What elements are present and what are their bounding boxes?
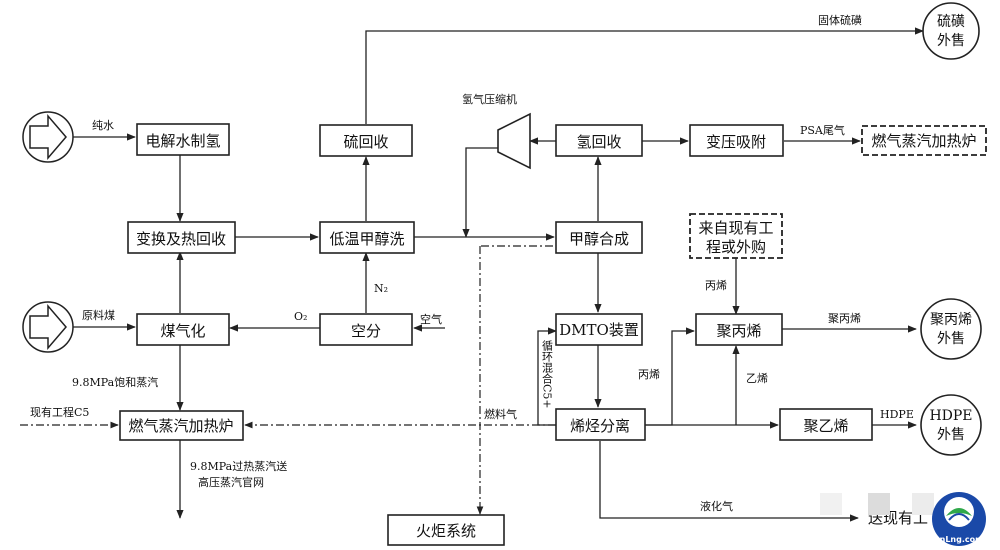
box-gasification: 煤气化 <box>136 313 230 346</box>
box-olefin-separation: 烯烃分离 <box>555 408 646 441</box>
box-rectisol: 低温甲醇洗 <box>319 221 415 254</box>
label-raw-coal: 原料煤 <box>82 308 115 322</box>
box-flare-label: 火炬系统 <box>416 522 476 540</box>
box-gasification-label: 煤气化 <box>160 322 205 340</box>
watermark-brand: LnLng.com <box>935 535 984 544</box>
label-existing-c5: 现有工程C5 <box>30 405 89 419</box>
label-sh-steam-1: 9.8MPa过热蒸汽送 <box>190 459 287 473</box>
lnlng-logo-icon: LnLng.com <box>932 492 986 546</box>
sulfur-sale-circle: 硫磺 外售 <box>922 2 980 60</box>
label-pp-out: 聚丙烯 <box>828 312 861 325</box>
box-h2-recovery: 氢回收 <box>555 124 643 157</box>
box-polyethylene: 聚乙烯 <box>779 408 873 441</box>
box-air-separation-label: 空分 <box>351 322 381 340</box>
watermark: LnLng.com <box>820 492 986 546</box>
label-h2-compressor: 氢气压缩机 <box>462 92 517 106</box>
hdpe-sale-line2: 外售 <box>937 427 965 443</box>
label-ethylene: 乙烯 <box>746 372 768 385</box>
box-electrolysis-label: 电解水制氢 <box>145 132 220 150</box>
label-lpg: 液化气 <box>700 499 733 513</box>
box-external-line1: 来自现有工 <box>698 219 773 237</box>
hdpe-sale-line1: HDPE <box>929 408 972 424</box>
box-psa: 变压吸附 <box>689 124 784 157</box>
box-polypropylene-label: 聚丙烯 <box>716 322 761 340</box>
pp-sale-line1: 聚丙烯 <box>930 312 972 328</box>
box-dmto-label: DMTO装置 <box>559 321 639 339</box>
box-olefin-separation-label: 烯烃分离 <box>570 417 630 435</box>
label-sat-steam: 9.8MPa饱和蒸汽 <box>72 375 158 389</box>
box-sulfur-recovery-label: 硫回收 <box>343 133 388 151</box>
box-external-line2: 程或外购 <box>706 238 766 256</box>
box-air-separation: 空分 <box>319 313 413 346</box>
box-flare-system: 火炬系统 <box>387 514 505 546</box>
box-sulfur-recovery: 硫回收 <box>319 124 413 157</box>
pp-sale-circle: 聚丙烯 外售 <box>920 298 982 360</box>
sulfur-sale-line1: 硫磺 <box>937 14 965 30</box>
box-shift-label: 变换及热回收 <box>136 230 226 248</box>
label-propylene-sep: 丙烯 <box>638 368 660 381</box>
label-air: 空气 <box>420 312 442 326</box>
label-o2: O₂ <box>294 310 307 323</box>
box-heater-left: 燃气蒸汽加热炉 <box>119 410 244 441</box>
label-psa-tail: PSA尾气 <box>800 123 845 137</box>
raw-coal-feed-icon <box>22 301 74 353</box>
box-external-supply: 来自现有工 程或外购 <box>689 213 783 259</box>
pp-sale-line2: 外售 <box>937 331 965 347</box>
box-psa-label: 变压吸附 <box>706 133 766 151</box>
box-dmto: DMTO装置 <box>555 313 643 346</box>
pure-water-feed-icon <box>22 111 74 163</box>
box-heater-right: 燃气蒸汽加热炉 <box>861 125 987 156</box>
box-electrolysis: 电解水制氢 <box>136 123 230 156</box>
label-recycle-c5: 循环混合C5+ <box>541 340 554 409</box>
label-sh-steam-2: 高压蒸汽官网 <box>198 475 264 489</box>
box-methanol-synthesis-label: 甲醇合成 <box>569 230 629 248</box>
box-rectisol-label: 低温甲醇洗 <box>329 230 404 248</box>
box-h2-recovery-label: 氢回收 <box>576 133 621 151</box>
sulfur-sale-line2: 外售 <box>937 33 965 49</box>
box-polypropylene: 聚丙烯 <box>695 313 783 346</box>
label-hdpe-out: HDPE <box>880 408 914 421</box>
flow-lines <box>73 27 924 522</box>
label-n2: N₂ <box>374 282 388 295</box>
hydrogen-compressor-icon <box>497 112 531 170</box>
fuel-gas-lines <box>20 245 556 515</box>
stream-labels: 纯水 原料煤 9.8MPa饱和蒸汽 现有工程C5 9.8MPa过热蒸汽送 高压蒸… <box>30 13 928 527</box>
box-polyethylene-label: 聚乙烯 <box>803 417 848 435</box>
hdpe-sale-circle: HDPE 外售 <box>920 394 982 456</box>
label-solid-sulfur: 固体硫磺 <box>818 13 862 27</box>
label-propylene-feed: 丙烯 <box>705 279 727 292</box>
box-heater-left-label: 燃气蒸汽加热炉 <box>128 417 233 435</box>
box-heater-right-label: 燃气蒸汽加热炉 <box>871 132 976 150</box>
label-pure-water: 纯水 <box>92 119 114 132</box>
box-methanol-synthesis: 甲醇合成 <box>555 221 643 254</box>
label-fuel-gas: 燃料气 <box>484 407 517 421</box>
box-shift-heat-recovery: 变换及热回收 <box>127 221 236 254</box>
